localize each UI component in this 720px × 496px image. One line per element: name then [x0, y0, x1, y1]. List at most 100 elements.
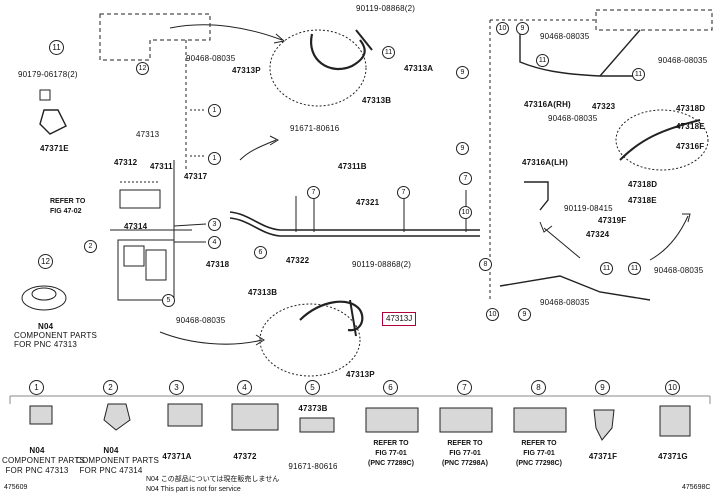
label-47324: 47324 [586, 230, 610, 239]
callout-3-diagram: 3 [208, 218, 221, 231]
label-90468-08035-c: 90468-08035 [540, 32, 590, 41]
hose-right [619, 119, 701, 161]
arrow-lower-right [543, 227, 581, 259]
callout-12-top: 12 [136, 62, 149, 75]
grommet-shape [21, 285, 67, 311]
legend-shape-2 [103, 403, 131, 431]
legend-6-r1: REFER TO [373, 440, 409, 447]
label-47318D: 47318D [676, 104, 706, 113]
legend-shape-10 [659, 405, 691, 437]
callout-11-right-c: 11 [600, 262, 613, 275]
legend-1-n: N04 [29, 446, 45, 455]
legend-3-part: 47371A [162, 452, 192, 461]
label-47371E: 47371E [40, 144, 69, 153]
legend-8-r1: REFER TO [521, 440, 557, 447]
label-90119-08868-bot: 90119-08868(2) [352, 260, 412, 269]
callout-6-main: 6 [254, 246, 267, 259]
hose-bottom [299, 300, 364, 332]
arrow-head-right [682, 213, 691, 223]
callout-9-right-c: 9 [456, 142, 469, 155]
dashed-box-top-right [595, 9, 713, 31]
arrow-head-bottom [255, 334, 265, 346]
label-47313J-highlighted[interactable]: 47313J [382, 312, 417, 326]
legend-shape-3 [167, 403, 203, 427]
label-90119-08868-top: 90119-08868(2) [356, 4, 416, 13]
legend-callout-8: 8 [531, 380, 546, 395]
callout-10-main: 10 [459, 206, 472, 219]
refer-fig-47-02: FIG 47-02 [50, 208, 82, 215]
label-47317: 47317 [184, 172, 208, 181]
note-en: N04 This part is not for service [146, 486, 241, 493]
callout-11-top: 11 [382, 46, 395, 59]
legend-9-part: 47371F [588, 452, 618, 461]
callout-11-right-b: 11 [632, 68, 645, 81]
hose-fitting-top [355, 29, 373, 51]
label-47313: 47313 [136, 130, 160, 139]
callout-2-diagram: 2 [84, 240, 97, 253]
leader-c3 [173, 223, 207, 227]
arrow-head-mid [269, 135, 280, 146]
label-47316F: 47316F [676, 142, 705, 151]
label-47321: 47321 [356, 198, 380, 207]
legend-8-r2: FIG 77-01 [523, 450, 555, 457]
bolt-11-shape [39, 89, 51, 101]
hose-fitting-bottom [349, 299, 357, 337]
callout-7-a: 7 [307, 186, 320, 199]
legend-shape-5 [299, 417, 335, 433]
legend-callout-10: 10 [665, 380, 680, 395]
legend-callout-5: 5 [305, 380, 320, 395]
label-47313B-bot: 47313B [248, 288, 278, 297]
label-47318D-2: 47318D [628, 180, 658, 189]
callout-1-mid: 1 [208, 152, 221, 165]
legend-shape-7 [439, 407, 493, 433]
legend-5-part: 47373B [298, 404, 328, 413]
legend-callout-2: 2 [103, 380, 118, 395]
label-47318E-top: 47318E [676, 122, 705, 131]
brake-line-main [229, 211, 480, 231]
legend-callout-3: 3 [169, 380, 184, 395]
callout-7-b: 7 [397, 186, 410, 199]
legend-7-r2: FIG 77-01 [449, 450, 481, 457]
callout-10-bottom: 10 [486, 308, 499, 321]
arrow-head-top [273, 33, 286, 44]
legend-6-r2: FIG 77-01 [375, 450, 407, 457]
master-sub-b [145, 249, 167, 281]
label-47313B-top: 47313B [362, 96, 392, 105]
legend-6-r3: (PNC 77289C) [368, 460, 414, 467]
arrow-curve-bottom [159, 331, 263, 345]
label-90468-08035-a: 90468-08035 [186, 54, 236, 63]
callout-11-right-d: 11 [628, 262, 641, 275]
legend-shape-1 [29, 405, 53, 425]
legend-callout-6: 6 [383, 380, 398, 395]
legend-2-l2: FOR PNC 47314 [79, 466, 143, 475]
brake-line-lh [524, 181, 549, 211]
callout-10-right: 10 [496, 22, 509, 35]
arrow-curve-mid [239, 139, 277, 161]
label-90468-08035-d: 90468-08035 [658, 56, 708, 65]
callout-8-main: 8 [479, 258, 492, 271]
legend-7-r3: (PNC 77298A) [442, 460, 488, 467]
label-90179-06178: 90179-06178(2) [18, 70, 78, 79]
legend-8-r3: (PNC 77298C) [516, 460, 562, 467]
legend-2-n: N04 [103, 446, 119, 455]
legend-1-l1: COMPONENT PARTS [2, 456, 86, 465]
arrow-curve-top [169, 24, 283, 41]
component-n04: N04 [38, 322, 54, 331]
label-47323: 47323 [592, 102, 616, 111]
label-47318E-2: 47318E [628, 196, 657, 205]
label-47319F: 47319F [598, 216, 627, 225]
arrow-curve-right [649, 215, 689, 261]
legend-shape-9 [593, 409, 615, 441]
label-91671-80616-a: 91671-80616 [290, 124, 340, 133]
detail-ellipse-bottom [259, 303, 361, 377]
callout-5-diagram: 5 [162, 294, 175, 307]
legend-5-extra: 91671-80616 [288, 462, 338, 471]
callout-9-right: 9 [516, 22, 529, 35]
legend-callout-4: 4 [237, 380, 252, 395]
brake-line-main-2 [229, 217, 480, 237]
legend-shape-6 [365, 407, 419, 433]
label-47314: 47314 [124, 222, 148, 231]
brake-line-rh-up [599, 29, 641, 77]
master-sub-a [123, 245, 145, 267]
